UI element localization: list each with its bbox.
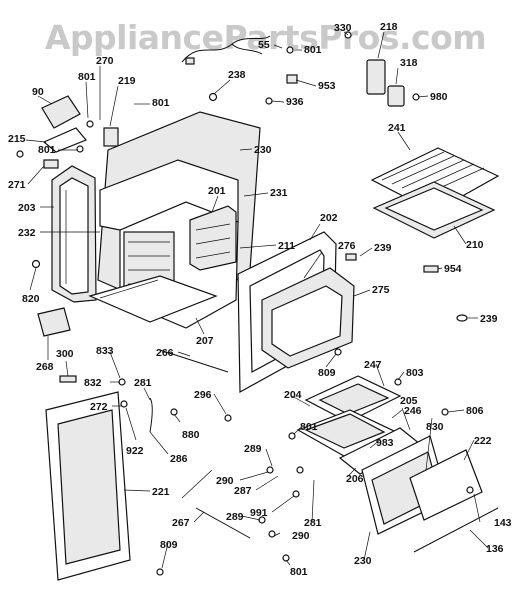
- label-231: 231: [270, 187, 288, 199]
- label-270: 270: [96, 55, 114, 67]
- label-276: 276: [338, 240, 356, 252]
- label-880: 880: [182, 429, 200, 441]
- label-330: 330: [334, 22, 352, 34]
- label-218: 218: [380, 21, 398, 33]
- label-230: 230: [354, 555, 372, 567]
- label-215: 215: [8, 133, 26, 145]
- label-300: 300: [56, 348, 74, 360]
- label-136: 136: [486, 543, 504, 555]
- bracket-part: [16, 95, 119, 169]
- label-801: 801: [38, 144, 56, 156]
- label-246: 246: [404, 405, 422, 417]
- label-287: 287: [234, 485, 252, 497]
- label-207: 207: [196, 335, 214, 347]
- label-266: 266: [156, 347, 174, 359]
- label-801: 801: [290, 566, 308, 578]
- label-143: 143: [494, 517, 512, 529]
- label-803: 803: [406, 367, 424, 379]
- small-parts-left: [31, 259, 77, 383]
- label-275: 275: [372, 284, 390, 296]
- label-801: 801: [78, 71, 96, 83]
- oven-rack-part: [370, 147, 500, 239]
- label-210: 210: [466, 239, 484, 251]
- label-232: 232: [18, 227, 36, 239]
- label-983: 983: [376, 437, 394, 449]
- label-296: 296: [194, 389, 212, 401]
- label-991: 991: [250, 507, 268, 519]
- label-290: 290: [292, 530, 310, 542]
- label-55: 55: [258, 39, 270, 51]
- label-809: 809: [318, 367, 336, 379]
- label-272: 272: [90, 401, 108, 413]
- label-801: 801: [300, 421, 318, 433]
- label-211: 211: [278, 240, 295, 252]
- label-806: 806: [466, 405, 484, 417]
- bottom-tray-part: [88, 275, 218, 323]
- label-241: 241: [388, 122, 406, 134]
- label-936: 936: [286, 96, 304, 108]
- drawer-assembly-part: [296, 375, 499, 553]
- label-286: 286: [170, 453, 188, 465]
- label-801: 801: [304, 44, 322, 56]
- label-239: 239: [480, 313, 498, 325]
- hinge-parts: [118, 349, 251, 576]
- label-201: 201: [208, 185, 226, 197]
- label-267: 267: [172, 517, 190, 529]
- part-number-labels: 55 801 330 218 318 980 953 238 936 90 80…: [8, 21, 512, 578]
- label-289: 289: [244, 443, 262, 455]
- label-954: 954: [444, 263, 462, 275]
- label-832: 832: [84, 377, 102, 389]
- label-820: 820: [22, 293, 40, 305]
- label-289: 289: [226, 511, 244, 523]
- label-290: 290: [216, 475, 234, 487]
- label-830: 830: [426, 421, 444, 433]
- label-922: 922: [126, 445, 144, 457]
- control-parts-topright: [208, 31, 420, 107]
- oven-door-part: [45, 391, 131, 581]
- power-cord-part: [181, 35, 271, 65]
- label-221: 221: [152, 486, 170, 498]
- leader-lines: [25, 31, 489, 569]
- small-parts-right: [345, 253, 468, 322]
- label-222: 222: [474, 435, 492, 447]
- label-202: 202: [320, 212, 338, 224]
- label-318: 318: [400, 57, 418, 69]
- label-271: 271: [8, 179, 26, 191]
- label-90: 90: [32, 86, 44, 98]
- label-230: 230: [254, 144, 272, 156]
- label-953: 953: [318, 80, 336, 92]
- label-219: 219: [118, 75, 136, 87]
- label-205: 205: [400, 395, 418, 407]
- label-206: 206: [346, 473, 364, 485]
- side-panel-part: [51, 165, 97, 303]
- label-801: 801: [152, 97, 170, 109]
- label-268: 268: [36, 361, 54, 373]
- label-809: 809: [160, 539, 178, 551]
- front-frame-part: [237, 231, 355, 394]
- label-239: 239: [374, 242, 392, 254]
- label-281: 281: [304, 517, 322, 529]
- label-247: 247: [364, 359, 382, 371]
- label-833: 833: [96, 345, 114, 357]
- label-238: 238: [228, 69, 246, 81]
- screws-hardware: [258, 348, 474, 562]
- label-281: 281: [134, 377, 152, 389]
- label-980: 980: [430, 91, 448, 103]
- label-203: 203: [18, 202, 36, 214]
- label-204: 204: [284, 389, 302, 401]
